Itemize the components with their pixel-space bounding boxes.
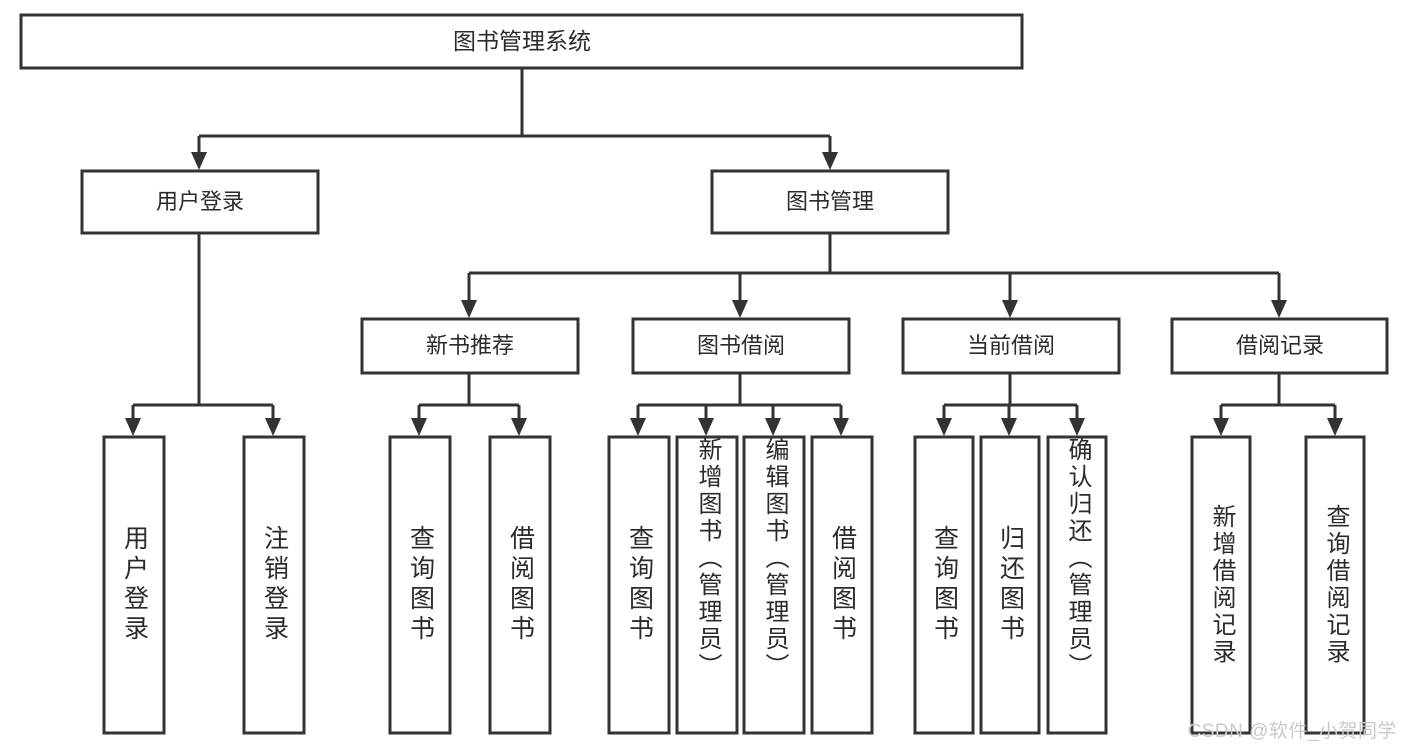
node-leaf-query-book-c-box[interactable] <box>913 435 975 735</box>
arrowhead-leaf-logout <box>265 418 281 436</box>
node-borrow-record-label: 借阅记录 <box>1236 333 1324 358</box>
arrowhead-leaf-confirm-return <box>1069 418 1085 436</box>
arrowhead-leaf-query-record <box>1327 418 1343 436</box>
arrowhead-leaf-return-book <box>1001 418 1017 436</box>
node-leaf-confirm-return-box[interactable] <box>1046 435 1108 735</box>
node-leaf-borrow-book-b-box[interactable] <box>810 435 874 735</box>
node-leaf-add-record-box[interactable] <box>1190 435 1252 735</box>
node-book-borrow-box[interactable] <box>631 317 851 375</box>
node-user-login-label: 用户登录 <box>156 189 244 214</box>
node-leaf-query-book-b-box[interactable] <box>607 435 671 735</box>
node-book-borrow-label: 图书借阅 <box>697 333 785 358</box>
node-leaf-logout-box[interactable] <box>242 435 306 735</box>
arrowhead-leaf-user-login <box>125 418 141 436</box>
node-current-borrow-box[interactable] <box>901 317 1121 375</box>
arrowhead-leaf-edit-book <box>765 418 781 436</box>
arrowhead-bookborrow <box>732 300 748 318</box>
arrowhead-bookmgmt <box>822 152 838 170</box>
node-new-book-rec-box[interactable] <box>360 317 580 375</box>
node-root-label: 图书管理系统 <box>453 28 591 54</box>
node-leaf-edit-book-box[interactable] <box>742 435 806 735</box>
arrowhead-userlogin <box>191 152 207 170</box>
arrowhead-leaf-query-book-c <box>936 418 952 436</box>
node-book-mgmt-label: 图书管理 <box>786 189 874 214</box>
node-user-login-box[interactable] <box>80 169 320 235</box>
node-leaf-add-book-box[interactable] <box>675 435 739 735</box>
arrowhead-leaf-add-record <box>1213 418 1229 436</box>
node-root-box[interactable] <box>19 13 1024 70</box>
node-leaf-query-book-a-box[interactable] <box>388 435 452 735</box>
connector-layer <box>125 69 1343 436</box>
arrowhead-borrowrecord <box>1271 300 1287 318</box>
arrowhead-currentborrow <box>1002 300 1018 318</box>
node-leaf-user-login-box[interactable] <box>102 435 166 735</box>
node-layer: 图书管理系统 用户登录 图书管理 新书推荐 图书借阅 当前借阅 借阅记录 <box>19 13 1389 735</box>
node-leaf-query-record-box[interactable] <box>1304 435 1366 735</box>
arrowhead-leaf-query-book-b <box>630 418 646 436</box>
arrowhead-newbook <box>461 300 477 318</box>
arrowhead-leaf-query-book-a <box>411 418 427 436</box>
node-current-borrow-label: 当前借阅 <box>967 333 1055 358</box>
node-new-book-rec-label: 新书推荐 <box>426 333 514 358</box>
node-leaf-return-book-box[interactable] <box>979 435 1041 735</box>
arrowhead-leaf-borrow-book-b <box>833 418 849 436</box>
arrowhead-leaf-borrow-book-a <box>511 418 527 436</box>
csdn-watermark: CSDN @软件_小贺同学 <box>1187 721 1397 742</box>
arrowhead-leaf-add-book <box>698 418 714 436</box>
node-book-mgmt-box[interactable] <box>710 169 950 235</box>
node-leaf-borrow-book-a-box[interactable] <box>488 435 552 735</box>
node-borrow-record-box[interactable] <box>1170 317 1389 375</box>
